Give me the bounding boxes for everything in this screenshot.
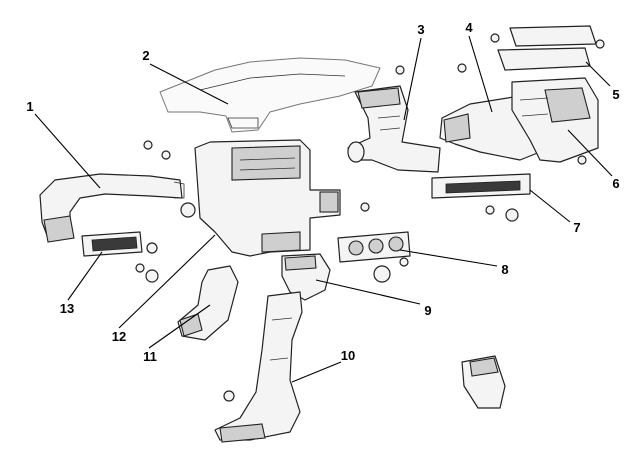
callout-6: 6	[612, 176, 619, 191]
callout-4: 4	[465, 20, 473, 35]
leader-7	[529, 189, 571, 223]
leader-10	[291, 361, 342, 383]
leader-8	[399, 249, 498, 267]
left-side-duct	[39, 173, 185, 243]
callout-11: 11	[143, 349, 157, 364]
callout-8: 8	[501, 262, 508, 277]
cover-lid	[497, 25, 597, 71]
vent-grille-left	[81, 231, 158, 257]
leader-13	[67, 251, 103, 301]
floor-outlet-center	[281, 253, 331, 301]
callout-1: 1	[26, 99, 33, 114]
callout-3: 3	[417, 22, 424, 37]
fasteners	[135, 33, 605, 402]
callout-5: 5	[612, 87, 619, 102]
floor-duct-left	[177, 265, 239, 341]
callout-labels: 1 2 3 4 5 6 7 8 9 10 11 12 13	[26, 20, 619, 364]
leader-lines	[34, 35, 613, 383]
leader-2	[149, 63, 229, 105]
center-vent-duct	[347, 85, 441, 173]
leader-3	[403, 37, 422, 121]
leader-12	[118, 234, 216, 329]
callout-13: 13	[60, 301, 74, 316]
rear-floor-duct	[214, 291, 303, 443]
defroster-duct	[159, 57, 381, 133]
heater-unit	[180, 139, 370, 257]
bracket-part	[461, 355, 506, 409]
leader-9	[315, 279, 421, 305]
right-side-duct-assembly	[439, 77, 599, 163]
leader-4	[468, 35, 493, 113]
callout-12: 12	[112, 329, 126, 344]
leader-5	[585, 61, 611, 87]
leader-1	[34, 113, 101, 189]
callout-10: 10	[341, 348, 355, 363]
control-panel	[337, 231, 411, 283]
vent-grille-right	[431, 173, 531, 199]
leader-11	[148, 304, 211, 349]
callout-2: 2	[142, 48, 149, 63]
leader-6	[567, 129, 613, 177]
callout-9: 9	[424, 303, 431, 318]
callout-7: 7	[573, 220, 580, 235]
